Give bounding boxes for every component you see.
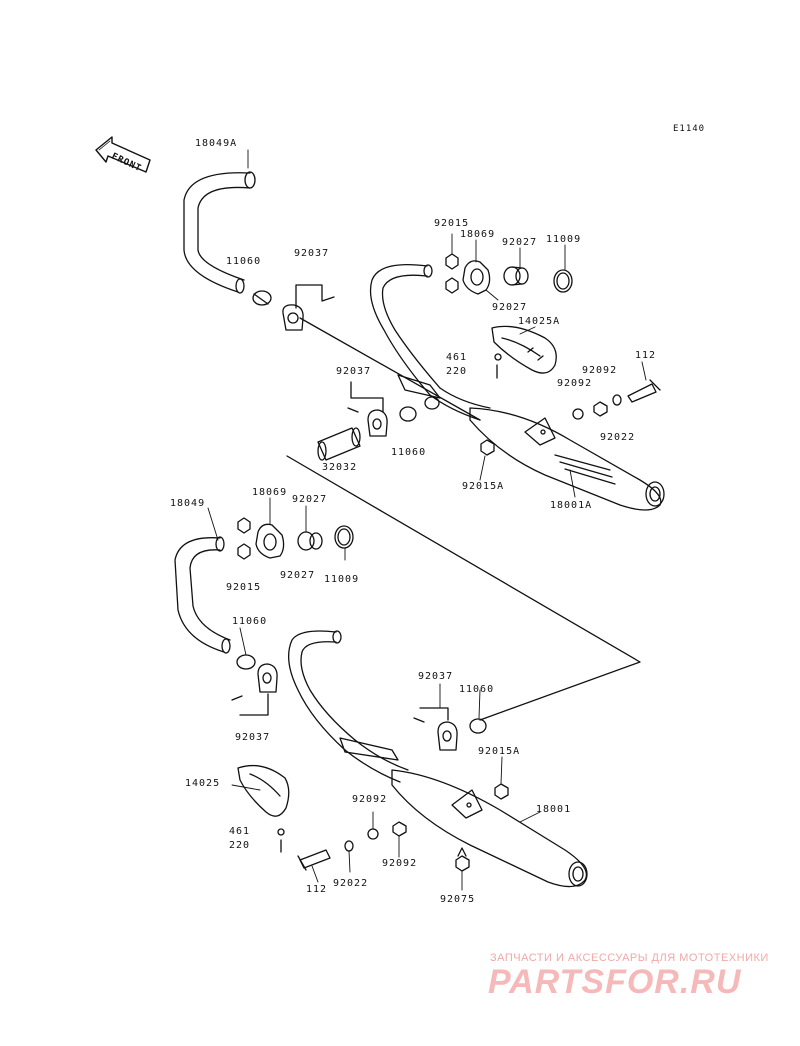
part-label[interactable]: 18049 [170,498,206,509]
washers-92092-92022-upper [572,394,622,420]
part-label[interactable]: 14025A [518,316,561,327]
part-label[interactable]: 18069 [460,229,496,240]
part-label[interactable]: 92092 [557,378,593,389]
bolt-220-lower [277,828,285,853]
bolt-112-upper [627,379,661,403]
cap-nut-92075 [455,847,470,872]
washers-lower [344,821,407,852]
pipe-32032 [317,427,361,461]
part-label[interactable]: 461 [446,352,468,363]
muffler-18001A [469,407,665,511]
bolt-220-upper [494,353,502,379]
part-label[interactable]: 112 [635,350,657,361]
part-label[interactable]: 92037 [418,671,454,682]
diagram-code: E1140 [673,124,706,134]
heat-guard-14025A [491,325,557,374]
nut-92015-upper [445,253,459,294]
leader-line-upper [286,317,641,721]
part-label[interactable]: 92015A [462,481,505,492]
part-label[interactable]: 112 [306,884,328,895]
clamp-92037-lower-left [231,663,278,716]
bolt-112-lower [297,849,331,871]
part-label[interactable]: 11060 [459,684,495,695]
part-label[interactable]: 92027 [280,570,316,581]
exhaust-manifold-upper [369,263,491,421]
nut-92015-lower [237,517,251,560]
part-label[interactable]: 92027 [502,237,538,248]
part-label[interactable]: 92027 [292,494,328,505]
watermark-logo: PARTSFOR.RU [488,963,742,1001]
collar-92027-lower [297,531,323,551]
ring-11009-upper [553,269,573,293]
gasket-11060-upper [252,290,272,306]
part-label[interactable]: 220 [229,840,251,851]
part-label[interactable]: 92015A [478,746,521,757]
part-label[interactable]: 11060 [391,447,427,458]
front-arrow-icon: FRONT [95,136,151,174]
part-label[interactable]: 14025 [185,778,221,789]
gasket-11060-lower [236,654,256,670]
flange-18069-upper [462,260,491,295]
clamp-92037-upper-left [282,284,335,331]
part-label[interactable]: 32032 [322,462,358,473]
part-label[interactable]: 92075 [440,894,476,905]
part-label[interactable]: 11060 [226,256,262,267]
part-label[interactable]: 11009 [546,234,582,245]
part-label[interactable]: 92092 [582,365,618,376]
exhaust-manifold-lower [287,630,409,783]
clamp-92037-lower-right [413,707,458,751]
part-label[interactable]: 11009 [324,574,360,585]
part-label[interactable]: 220 [446,366,468,377]
watermark-caption: ЗАПЧАСТИ И АКСЕССУАРЫ ДЛЯ МОТОТЕХНИКИ [490,952,769,964]
part-label[interactable]: 92015 [226,582,262,593]
nut-92015A-lower [494,783,509,800]
heat-guard-14025 [237,764,290,817]
part-label[interactable]: 92015 [434,218,470,229]
exhaust-pipe-18049A [183,171,256,294]
part-label[interactable]: 92092 [382,858,418,869]
gasket-11060-upper-middle [399,396,440,422]
part-label[interactable]: 92022 [600,432,636,443]
part-label[interactable]: 461 [229,826,251,837]
collar-92027-upper [503,266,529,286]
gasket-11060-lower-right [469,718,487,734]
part-label[interactable]: 92022 [333,878,369,889]
part-label[interactable]: 18001 [536,804,572,815]
nut-92015A-upper [480,439,495,456]
part-label[interactable]: 92037 [235,732,271,743]
exhaust-pipe-18049 [174,536,231,654]
part-label[interactable]: 18049A [195,138,238,149]
part-label[interactable]: 18069 [252,487,288,498]
clamp-92037-upper-middle [347,381,388,437]
part-label[interactable]: 18001A [550,500,593,511]
ring-11009-lower [334,525,354,549]
part-label[interactable]: 11060 [232,616,268,627]
leader-ticks [207,149,647,891]
part-label[interactable]: 92092 [352,794,388,805]
muffler-18001 [391,769,588,888]
part-label[interactable]: 92037 [336,366,372,377]
part-label[interactable]: 92027 [492,302,528,313]
flange-18069-lower [255,523,285,559]
part-label[interactable]: 92037 [294,248,330,259]
